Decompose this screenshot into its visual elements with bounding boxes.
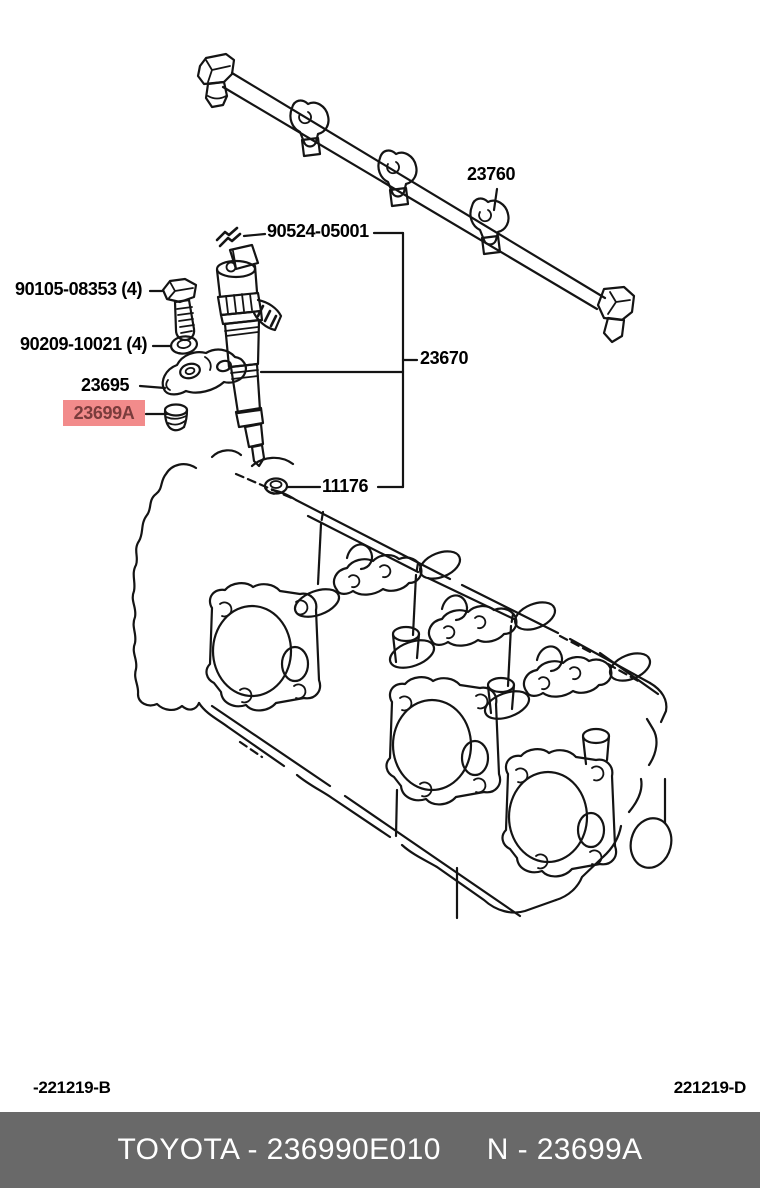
cylinder-head-drawing (131, 449, 673, 920)
diagram-artwork (131, 52, 673, 920)
parts-diagram: 23760 90524-05001 90105-08353 (4) 90209-100… (15, 52, 747, 1097)
revision-code-right: 221219-D (673, 1078, 747, 1097)
footer-catalog-code: N - 23699A (486, 1133, 643, 1166)
part-label-90105-08353[interactable]: 90105-08353 (4) (15, 279, 143, 299)
bolt-drawing (161, 277, 198, 342)
injector-clamp-drawing (161, 348, 247, 396)
retainer-clip-drawing (215, 226, 242, 248)
leader-lines (138, 187, 499, 489)
part-label-23670[interactable]: 23670 (420, 348, 469, 368)
part-label-90524-05001[interactable]: 90524-05001 (267, 221, 369, 241)
revision-code-left: -221219-B (33, 1078, 111, 1097)
injector-drawing (215, 243, 283, 468)
footer-brand-part-number: TOYOTA - 236990E010 (117, 1133, 441, 1166)
grommet-drawing (163, 403, 189, 432)
fuel-rail-drawing (196, 52, 636, 344)
part-label-90209-10021[interactable]: 90209-10021 (4) (20, 334, 148, 354)
part-label-23695[interactable]: 23695 (81, 375, 130, 395)
footer-bar: TOYOTA - 236990E010 N - 23699A (0, 1112, 760, 1188)
part-label-23760[interactable]: 23760 (467, 164, 516, 184)
part-label-11176[interactable]: 11176 (322, 476, 369, 496)
part-label-23699A[interactable]: 23699A (63, 400, 145, 426)
